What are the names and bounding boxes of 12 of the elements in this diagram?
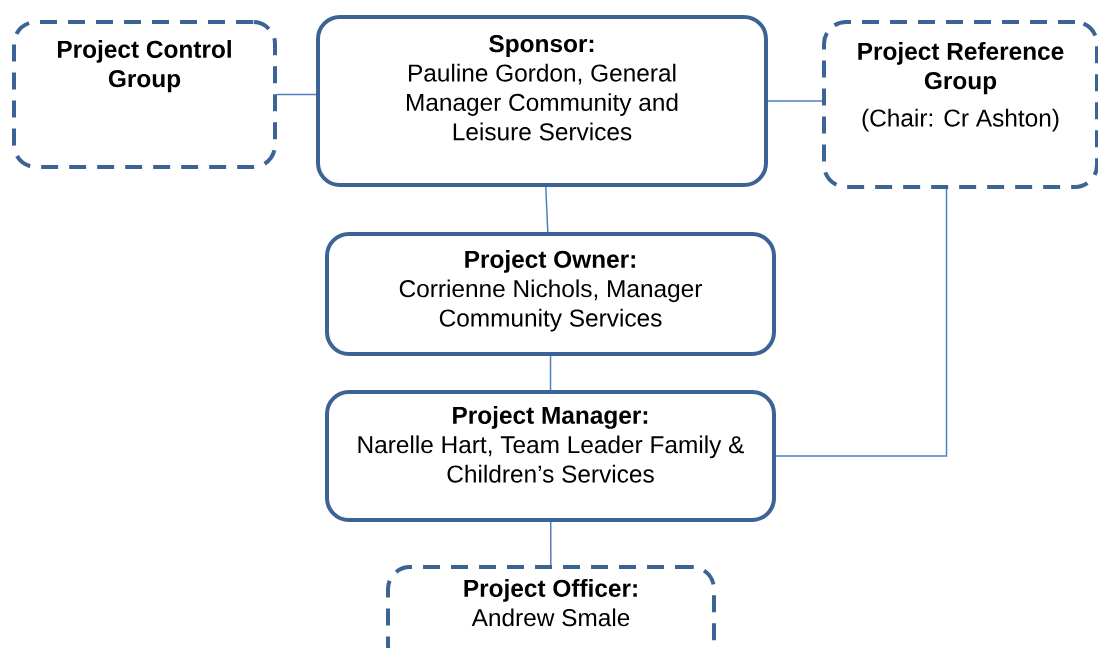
connector-line	[549, 521, 552, 566]
role-box: Project Manager: Narelle Hart, Team Leader Family & Children’s Services	[325, 390, 776, 522]
role-box: Project Officer: Andrew Smale	[386, 565, 716, 648]
connector-line	[767, 100, 823, 102]
connector-line	[276, 93, 317, 96]
connector-line	[549, 355, 552, 391]
connector-line	[545, 186, 549, 233]
group-box: Project Control Group	[12, 20, 277, 169]
connector-line	[775, 188, 948, 457]
role-box: Sponsor: Pauline Gordon, General Manager Community and Leisure Services	[316, 15, 768, 187]
group-box: Project Reference Group (Chair: Cr Ashton)	[822, 20, 1098, 189]
role-box: Project Owner: Corrienne Nichols, Manager Community Services	[325, 232, 776, 356]
